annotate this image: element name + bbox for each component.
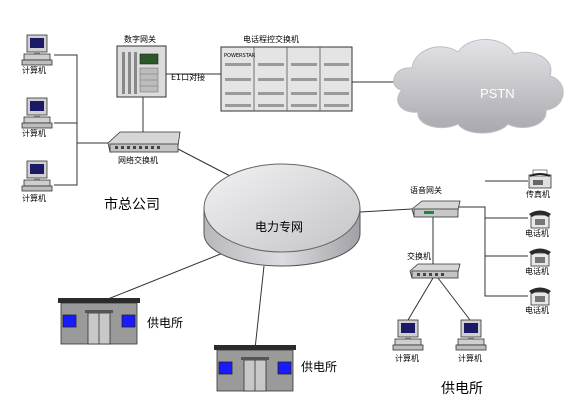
phone-2: 电话机 <box>525 248 552 276</box>
computer-label: 计算机 <box>395 353 419 363</box>
hq-network-switch: 网络交换机 <box>107 131 181 165</box>
computer-label: 计算机 <box>458 353 482 363</box>
hq-pc-bus <box>54 54 78 186</box>
switch-to-pc-left <box>407 277 434 321</box>
pbx-label: 电话程控交换机 <box>243 34 299 44</box>
phone-label: 电话机 <box>525 305 549 315</box>
branch-switch: 交换机 <box>407 251 461 279</box>
phone-icon <box>528 210 552 229</box>
computer-label: 计算机 <box>22 65 46 75</box>
digital-gateway: 数字网关 <box>116 34 167 98</box>
core-to-station-middle <box>254 265 265 350</box>
voice-gateway-label: 语音网关 <box>410 185 442 195</box>
computer-icon <box>21 97 53 129</box>
computer-icon <box>455 319 487 351</box>
pstn-cloud: PSTN <box>393 39 564 134</box>
core-to-station-left <box>97 246 239 304</box>
hq-computer-2: 计算机 <box>21 97 53 138</box>
fax-label: 传真机 <box>526 189 550 199</box>
phone-icon <box>528 248 552 267</box>
computer-icon <box>392 319 424 351</box>
phone-bus <box>458 206 528 297</box>
network-switch-label: 网络交换机 <box>118 155 158 165</box>
digital-gateway-label: 数字网关 <box>124 34 156 44</box>
supply-station-right-label: 供电所 <box>441 381 483 397</box>
computer-icon <box>21 160 53 192</box>
supply-station-left-label: 供电所 <box>147 316 183 330</box>
supply-station-middle <box>213 344 297 392</box>
hq-computer-3: 计算机 <box>21 160 53 203</box>
branch-computer-2: 计算机 <box>455 319 487 363</box>
core-network: 电力专网 <box>203 163 361 267</box>
pbx-brand-label: POWERSTAR <box>224 53 256 59</box>
phone-1: 电话机 <box>525 210 552 238</box>
fax-machine: 传真机 <box>526 169 552 199</box>
building-icon <box>57 297 141 345</box>
building-icon <box>213 344 297 392</box>
computer-icon <box>21 34 53 66</box>
hq-computer-1: 计算机 <box>21 34 53 75</box>
phone-icon <box>528 287 552 306</box>
hq-label: 市总公司 <box>104 196 160 213</box>
voice-gateway: 语音网关 <box>410 185 461 218</box>
core-network-label: 电力专网 <box>255 219 303 234</box>
fax-icon <box>528 169 552 189</box>
branch-computer-1: 计算机 <box>392 319 424 363</box>
connection-lines <box>54 54 528 350</box>
computer-label: 计算机 <box>22 193 46 203</box>
pstn-label: PSTN <box>480 86 515 101</box>
supply-station-middle-label: 供电所 <box>301 360 337 374</box>
supply-station-left <box>57 297 141 345</box>
cloud-icon <box>393 39 564 134</box>
phone-label: 电话机 <box>525 228 549 238</box>
pbx: 电话程控交换机 POWERSTAR <box>220 34 353 112</box>
computer-label: 计算机 <box>22 128 46 138</box>
switch-label: 交换机 <box>407 251 431 261</box>
phone-label: 电话机 <box>525 266 549 276</box>
switch-to-core <box>177 148 233 178</box>
switch-to-pc-right <box>437 277 471 321</box>
phone-3: 电话机 <box>525 287 552 315</box>
core-to-voice-gateway <box>359 208 413 213</box>
e1-link-label: E1口对接 <box>171 72 205 82</box>
